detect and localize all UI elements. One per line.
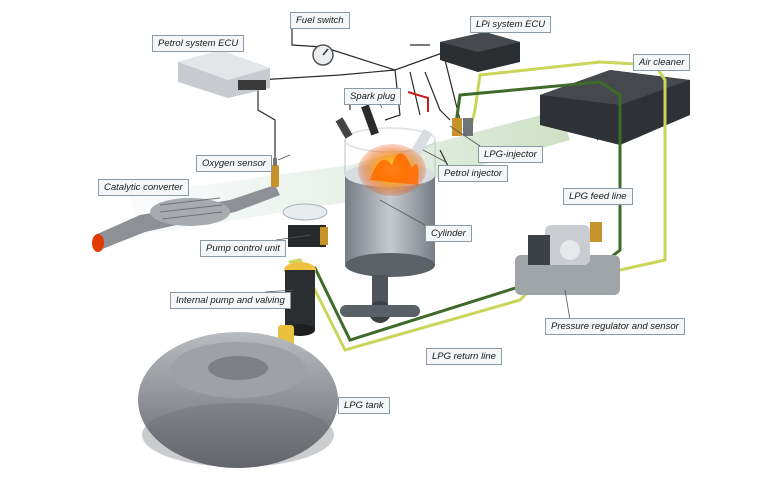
lpg-injector bbox=[452, 118, 473, 136]
lpi-system-ecu bbox=[440, 32, 520, 72]
pressure-regulator bbox=[515, 222, 620, 295]
catalytic-converter-label: Catalytic converter bbox=[98, 179, 189, 196]
oxygen-sensor bbox=[271, 158, 279, 187]
spark-plug-label: Spark plug bbox=[344, 88, 402, 105]
petrol-injector bbox=[411, 128, 433, 155]
internal-pump-label: Internal pump and valving bbox=[170, 292, 291, 309]
oxygen-sensor-label: Oxygen sensor bbox=[196, 155, 272, 172]
air-cleaner bbox=[540, 70, 690, 145]
cylinder-label: Cylinder bbox=[425, 225, 472, 242]
lpg-return-line-label: LPG return line bbox=[426, 348, 502, 365]
lpg-feed-line-label: LPG feed line bbox=[563, 188, 633, 205]
pressure-regulator-label: Pressure regulator and sensor bbox=[545, 318, 685, 335]
lpg-tank bbox=[138, 332, 338, 468]
fuel-switch bbox=[312, 44, 334, 66]
pump-control-unit bbox=[288, 225, 328, 247]
pump-disc bbox=[282, 203, 328, 221]
petrol-injector-label: Petrol injector bbox=[438, 165, 509, 182]
fuel-switch-label: Fuel switch bbox=[290, 12, 350, 29]
catalytic-converter bbox=[92, 185, 280, 252]
connecting-rod bbox=[340, 275, 420, 323]
lpi-ecu-label: LPi system ECU bbox=[470, 16, 552, 33]
combustion-flame bbox=[358, 144, 426, 196]
lpg-return-line bbox=[313, 80, 622, 342]
pump-control-unit-label: Pump control unit bbox=[200, 240, 286, 257]
petrol-ecu-label: Petrol system ECU bbox=[152, 35, 245, 52]
air-cleaner-label: Air cleaner bbox=[633, 54, 691, 71]
lpg-tank-label: LPG tank bbox=[338, 397, 390, 414]
petrol-system-ecu bbox=[178, 50, 270, 98]
spark-plug bbox=[335, 91, 429, 139]
lpg-injector-label: LPG-injector bbox=[478, 146, 543, 163]
leader-lines bbox=[264, 94, 571, 321]
